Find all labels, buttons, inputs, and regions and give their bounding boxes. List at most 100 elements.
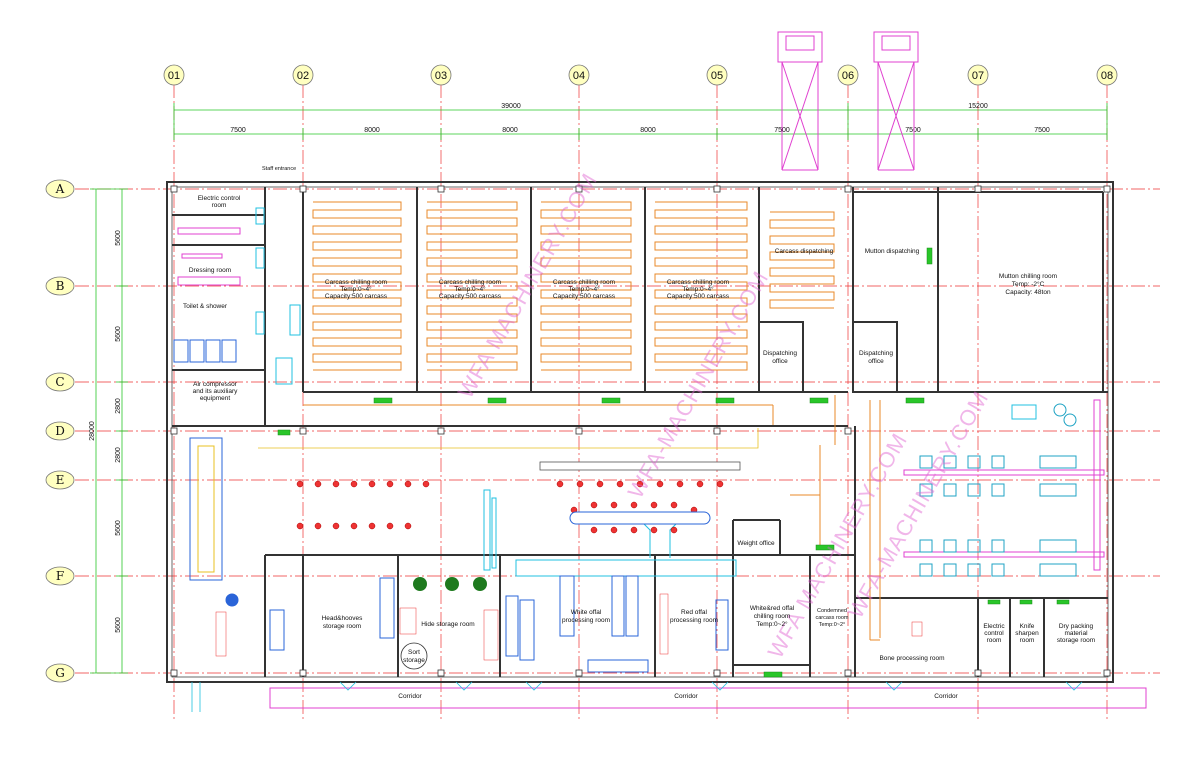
sort-storage-marker: [400, 642, 428, 670]
dimension-total: 15200: [968, 103, 988, 110]
condemned-room-label: carcass room: [815, 615, 848, 621]
chilling-room-label: Capacity:500 carcass: [667, 293, 730, 300]
column-label: 02: [297, 70, 309, 82]
offal-chilling-room-label: Temp:0~2°: [756, 620, 788, 628]
column-label: 07: [972, 70, 984, 82]
offal-chilling-room-label: chilling room: [754, 613, 791, 620]
knife-sharpen-room-label: Knife: [1020, 623, 1035, 630]
mutton-chilling-room-label: Capacity: 48ton: [1005, 289, 1051, 296]
condemned-room-label: Temp:0~2°: [819, 622, 846, 628]
dimension-span: 5600: [115, 326, 122, 342]
carcass-dispatching-label: Carcass dispatching: [775, 248, 834, 255]
red-offal-processing-label: processing room: [670, 617, 718, 624]
dimension-span: 8000: [640, 127, 656, 134]
top-dimensions: 39000 15200 7500 8000 8000 8000 7500 750…: [173, 103, 1108, 140]
row-label: C: [55, 375, 64, 389]
dispatching-office-label: Dispatching: [763, 350, 797, 357]
row-label: E: [56, 473, 65, 487]
work-tables: [919, 403, 1077, 577]
dimension-span: 5600: [115, 230, 122, 246]
door-swings: [191, 681, 1083, 712]
mutton-dispatching-label: Mutton dispatching: [865, 248, 920, 255]
chilling-room-label: Capacity:500 carcass: [439, 293, 502, 300]
row-label: G: [55, 666, 65, 680]
white-offal-processing-label: White offal: [571, 609, 602, 616]
dimension-span: 7500: [905, 127, 921, 134]
mutton-chilling-room-label: Temp: -2°C: [1012, 280, 1045, 288]
chilling-room-label: Carcass chilling room: [553, 279, 615, 286]
white-offal-processing-label: processing room: [562, 617, 610, 624]
processing-equipment: [215, 480, 923, 661]
dimension-span: 5600: [115, 520, 122, 536]
row-label: A: [55, 182, 65, 196]
column-label: 06: [842, 70, 854, 82]
column-label: 08: [1101, 70, 1113, 82]
column-label: 05: [711, 70, 723, 82]
toilet-shower-label: Toilet & shower: [183, 303, 228, 310]
air-compressor-label: Air compressor: [193, 381, 238, 388]
dimension-total: 28000: [89, 421, 96, 441]
dressing-room-label: Dressing room: [189, 267, 231, 274]
chilling-rails: [303, 201, 881, 641]
truck-icon: [777, 31, 823, 171]
knife-sharpen-room-label: sharpen: [1015, 630, 1039, 637]
chilling-room-label: Capacity:500 carcass: [553, 293, 616, 300]
chilling-room-label: Temp:0~4°: [682, 285, 714, 293]
row-axis: A B C D E F G: [45, 179, 1160, 683]
chilling-room-label: Temp:0~4°: [454, 285, 486, 293]
air-compressor-label: equipment: [200, 395, 231, 402]
bone-processing-room-label: Bone processing room: [879, 655, 944, 662]
dry-packing-storage-label: Dry packing: [1059, 623, 1094, 630]
electric-control-room-label: Electric: [983, 623, 1005, 630]
processing-line: [258, 428, 759, 525]
column-label: 04: [573, 70, 585, 82]
dimension-span: 7500: [1034, 127, 1050, 134]
chilling-room-label: Capacity:500 carcass: [325, 293, 388, 300]
dispatching-office-label: office: [868, 358, 884, 365]
row-label: D: [55, 424, 65, 438]
chilling-room-label: Carcass chilling room: [325, 279, 387, 286]
head-hooves-storage-label: storage room: [323, 623, 361, 630]
corridor-label: Corridor: [398, 693, 422, 700]
staff-entrance-label: Staff entrance: [262, 166, 296, 172]
dimension-total: 39000: [501, 103, 521, 110]
electric-control-room-label: room: [212, 202, 227, 209]
dimension-span: 2800: [115, 398, 122, 414]
chilling-room-label: Temp:0~4°: [340, 285, 372, 293]
left-dimensions: 28000 5600 5600 2800 2800 5600 5600: [89, 188, 128, 674]
building-walls: [166, 181, 1114, 683]
weight-office-label: Weight office: [737, 540, 775, 547]
toilet-cubicles: [173, 339, 729, 673]
dimension-span: 7500: [230, 127, 246, 134]
air-compressor-label: and its auxiliary: [193, 388, 239, 395]
chilling-room-label: Carcass chilling room: [667, 279, 729, 286]
corridor-label: Corridor: [674, 693, 698, 700]
dry-packing-storage-label: material: [1064, 630, 1088, 637]
dimension-span: 2800: [115, 447, 122, 463]
sort-storage-label: storage: [403, 657, 425, 664]
sort-storage-label: Sort: [408, 649, 420, 656]
chilling-room-label: Carcass chilling room: [439, 279, 501, 286]
room-labels: Staff entrance Electric control room Dre…: [183, 166, 1095, 700]
dimension-span: 8000: [502, 127, 518, 134]
electric-control-room-label: Electric control: [198, 195, 241, 202]
column-pillars: [170, 185, 1111, 677]
dispatching-office-label: Dispatching: [859, 350, 893, 357]
dispatching-office-label: office: [772, 358, 788, 365]
hide-storage-room-label: Hide storage room: [421, 621, 474, 628]
dimension-span: 8000: [364, 127, 380, 134]
hide-bins: [413, 577, 487, 591]
corridor-label: Corridor: [934, 693, 958, 700]
head-hooves-storage-label: Head&hooves: [322, 615, 364, 622]
knife-sharpen-room-label: room: [1020, 637, 1035, 644]
watermark: WFA MACHINERY.COM WFA-MACHINERY.COM WFA …: [453, 168, 994, 662]
row-label: B: [56, 279, 65, 293]
electric-control-room-label: control: [984, 630, 1004, 637]
chilling-room-label: Temp:0~4°: [568, 285, 600, 293]
column-label: 03: [435, 70, 447, 82]
column-label: 01: [168, 70, 180, 82]
offal-chilling-room-label: White&red offal: [750, 605, 795, 612]
doors: [277, 247, 1070, 678]
dimension-span: 5600: [115, 617, 122, 633]
